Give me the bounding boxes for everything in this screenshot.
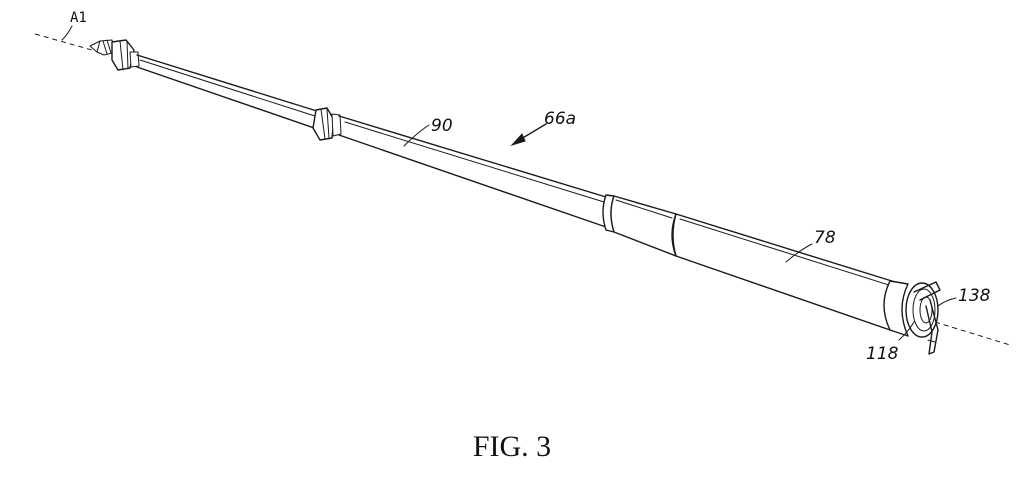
upper-tube: [338, 115, 607, 228]
assembly-label: 66a: [544, 109, 576, 129]
lower-tube-leader: [785, 243, 813, 263]
upper-tube-leader: [403, 124, 430, 147]
axis-label-leader: [61, 25, 73, 41]
figure-caption: FIG. 3: [472, 430, 552, 463]
lower-tube: [675, 213, 896, 331]
end-cap-leader: [937, 297, 957, 307]
assembly-arrow: [510, 123, 547, 147]
axis-label: A1: [70, 10, 87, 26]
end-cap-label: 138: [958, 286, 991, 306]
end-cap-assembly: [883, 280, 941, 355]
axis-line-upper: [34, 33, 93, 51]
rod-collar: [312, 107, 342, 141]
lever-label: 118: [866, 344, 899, 364]
upper-rod: [136, 54, 321, 131]
upper-tube-label: 90: [431, 116, 453, 136]
lever-leader: [898, 321, 915, 341]
top-fitting: [89, 39, 140, 71]
axis-line-lower: [934, 321, 1011, 346]
lower-tube-band: [602, 194, 677, 257]
lower-tube-label: 78: [814, 228, 836, 248]
